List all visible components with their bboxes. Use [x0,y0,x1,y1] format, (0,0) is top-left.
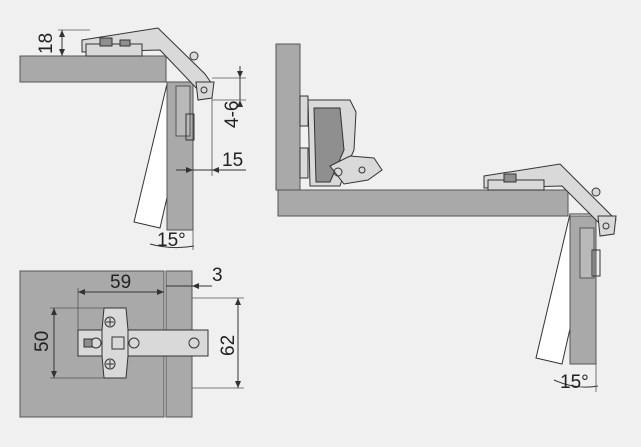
adjust-screw [189,51,199,61]
arm-screw-2 [128,337,140,349]
cup-edge-right [591,249,601,277]
angle-arc-right [553,379,599,388]
arrow-18-bottom [59,49,65,56]
arrow-62-bottom [235,381,241,388]
arrow-50-top [51,308,57,315]
arrow-15-right [212,167,219,173]
top-left-hinge-view: 18 4-6 15 15° [19,27,246,251]
screw-head [99,37,113,47]
mounting-cross-plate [101,307,129,379]
mechanism-pivot-1 [333,167,343,177]
dim-label-59: 59 [110,272,131,293]
right-assembly-view: 15° [275,43,617,393]
cabinet-panel [19,55,167,83]
arrow-gap-top [237,71,243,78]
vertical-cabinet-panel [275,43,301,191]
arrow-59-left [78,289,85,295]
dim-label-gap: 4-6 [222,101,243,128]
arrow-50-bottom [51,371,57,378]
dim-label-62: 62 [218,335,239,356]
bottom-left-plan-view: 59 3 50 62 [19,265,244,418]
adjust-screw-right [591,187,601,197]
horizontal-cabinet-panel [277,189,569,217]
arrow-15-left [186,167,193,173]
dim-label-18: 18 [36,33,57,54]
plate-screw-top [104,316,116,328]
screw-head-right [503,173,517,183]
arrow-gap-bottom [237,100,243,107]
arm-square-screw [111,336,125,350]
arrow-3 [192,283,199,289]
arrow-18-top [59,30,65,37]
angle-arc [149,243,195,249]
dim-label-3: 3 [212,265,223,286]
dim-label-50: 50 [32,331,53,352]
hinge-cup-right [579,227,595,279]
hinge-cup-end-right [597,215,617,237]
arrow-62-top [235,298,241,305]
cup-edge [185,113,195,141]
mechanism-lever [329,155,383,185]
cup-screw [188,337,200,349]
hinge-cup [175,85,191,137]
mechanism-pivot-2 [358,166,366,174]
mounting-plate [85,43,143,57]
angle-label-top: 15° [157,230,186,251]
dim-label-15: 15 [222,150,243,171]
screw-head-2 [119,39,131,47]
hinge-pivot [200,86,208,94]
arm-end-cap [83,338,93,348]
mount-block-top [299,95,309,127]
hinge-arm-plan [77,329,209,357]
angle-label-right: 15° [560,372,589,393]
hinge-pivot-right [602,222,610,230]
arrow-59-right [157,289,164,295]
hinge-cup-end [195,81,215,101]
plate-screw-bottom [104,358,116,370]
mount-block-bottom [299,147,309,179]
